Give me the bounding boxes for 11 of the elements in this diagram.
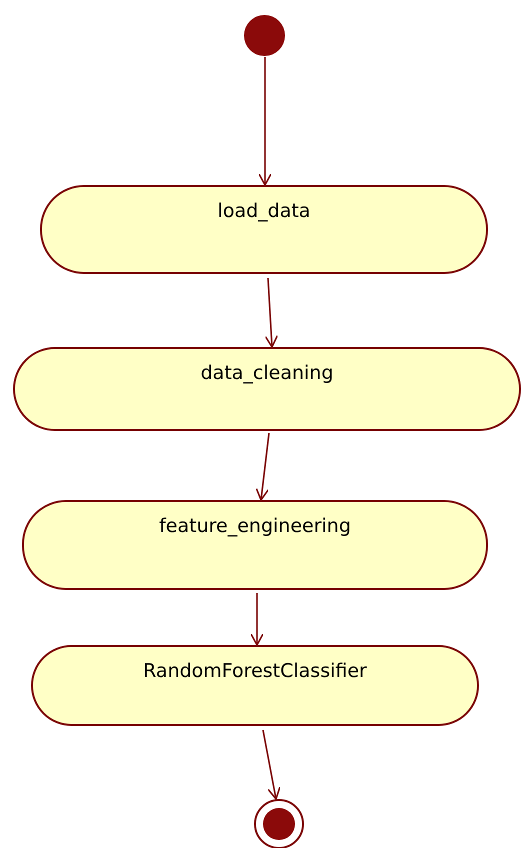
activity-label: RandomForestClassifier: [143, 660, 367, 682]
end-node: [253, 798, 305, 848]
activity-label: data_cleaning: [200, 362, 334, 384]
arrow: [262, 730, 281, 800]
arrow: [264, 278, 278, 348]
activity-label: load_data: [218, 200, 310, 222]
start-node: [243, 14, 286, 57]
arrow: [258, 57, 272, 186]
arrow: [250, 593, 264, 646]
arrow: [256, 432, 270, 501]
activity-label: feature_engineering: [159, 515, 351, 537]
